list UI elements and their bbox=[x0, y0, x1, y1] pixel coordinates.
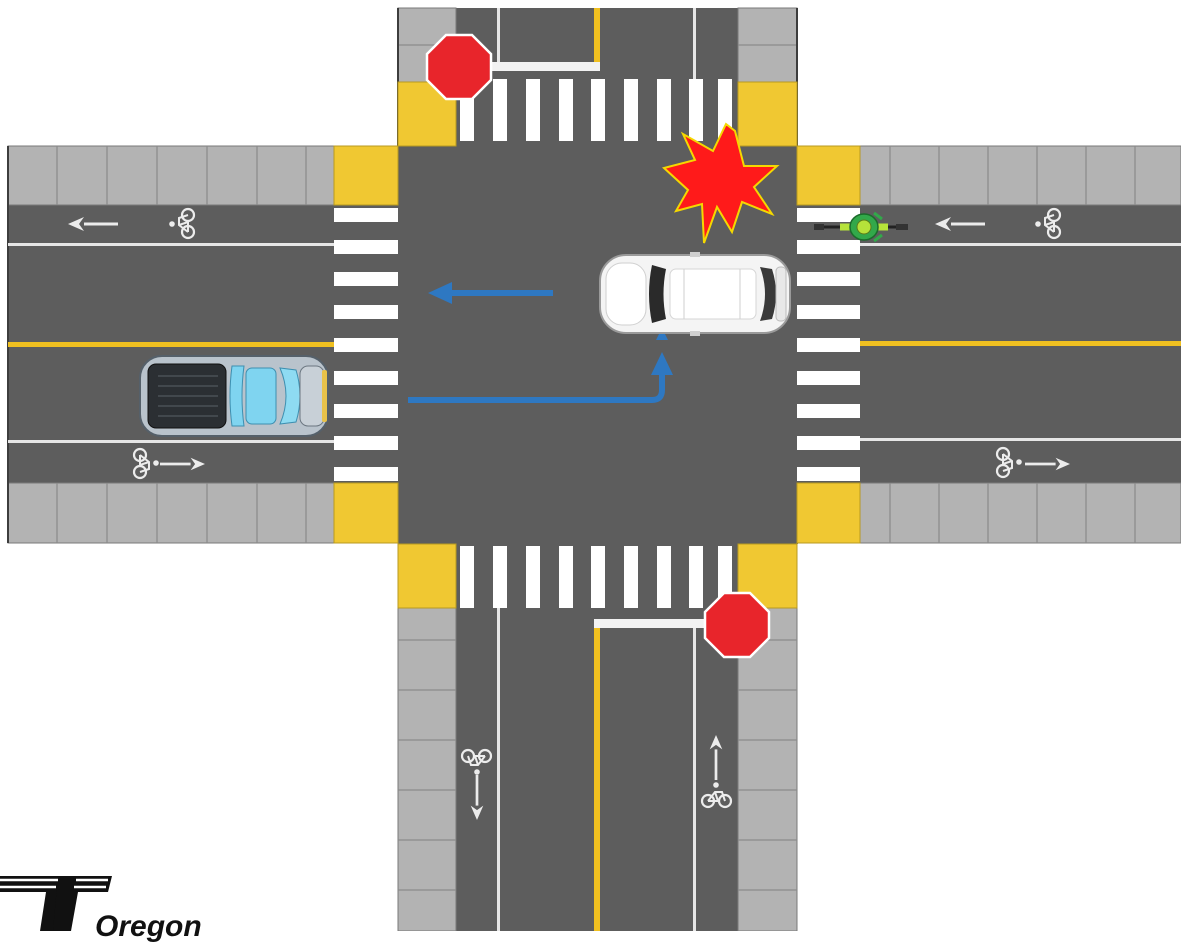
stop-sign-south bbox=[703, 591, 771, 659]
stop-sign-north bbox=[425, 33, 493, 101]
sidewalks bbox=[7, 7, 1181, 931]
agency-logo-text: Oregon bbox=[95, 910, 202, 943]
collision-burst bbox=[661, 122, 780, 244]
silver-pickup-truck bbox=[139, 355, 329, 437]
path-arrow-suv-westbound bbox=[428, 282, 553, 304]
path-arrow-truck-left-turn bbox=[408, 352, 673, 403]
agency-logo-icon bbox=[0, 876, 112, 931]
crosswalk-north bbox=[460, 79, 732, 141]
cyclist-eastbound-bike-lane bbox=[814, 211, 908, 243]
crosswalk-west bbox=[334, 208, 398, 481]
white-suv bbox=[599, 252, 791, 336]
crosswalk-east bbox=[797, 208, 860, 481]
lane-markings bbox=[8, 8, 1181, 931]
crosswalk-south bbox=[460, 546, 732, 608]
